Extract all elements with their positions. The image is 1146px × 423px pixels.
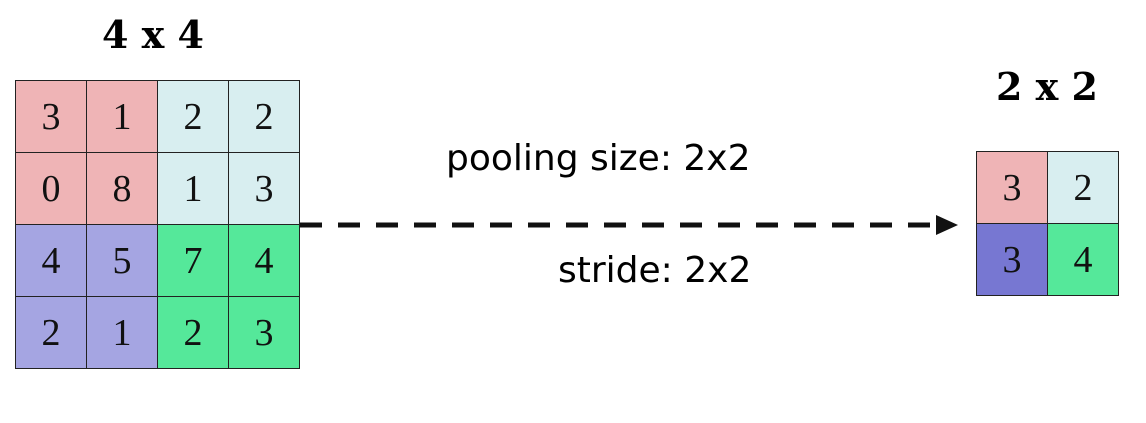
input-row: 0 8 1 3: [15, 152, 300, 225]
output-row: 3 4: [976, 223, 1119, 296]
input-cell: 1: [157, 152, 229, 225]
input-row: 4 5 7 4: [15, 224, 300, 297]
input-cell: 4: [228, 224, 300, 297]
input-grid-title: 4 x 4: [102, 12, 204, 57]
input-cell: 3: [228, 152, 300, 225]
input-row: 2 1 2 3: [15, 296, 300, 369]
input-cell: 0: [15, 152, 87, 225]
input-cell: 3: [15, 80, 87, 153]
pooling-size-label: pooling size: 2x2: [446, 138, 751, 179]
output-grid-title: 2 x 2: [996, 64, 1098, 109]
input-grid: 3 1 2 2 0 8 1 3 4 5 7 4 2 1 2 3: [15, 80, 300, 369]
input-cell: 5: [86, 224, 158, 297]
input-cell: 2: [15, 296, 87, 369]
input-row: 3 1 2 2: [15, 80, 300, 153]
input-cell: 4: [15, 224, 87, 297]
output-grid: 3 2 3 4: [976, 151, 1119, 296]
output-row: 3 2: [976, 151, 1119, 224]
output-cell: 3: [976, 151, 1048, 224]
input-cell: 1: [86, 80, 158, 153]
input-cell: 2: [228, 80, 300, 153]
stride-label: stride: 2x2: [558, 250, 752, 291]
input-cell: 3: [228, 296, 300, 369]
input-cell: 7: [157, 224, 229, 297]
dashed-arrow-icon: [300, 215, 958, 235]
input-cell: 2: [157, 80, 229, 153]
input-cell: 8: [86, 152, 158, 225]
output-cell: 4: [1047, 223, 1119, 296]
input-cell: 2: [157, 296, 229, 369]
output-cell: 2: [1047, 151, 1119, 224]
output-cell: 3: [976, 223, 1048, 296]
input-cell: 1: [86, 296, 158, 369]
